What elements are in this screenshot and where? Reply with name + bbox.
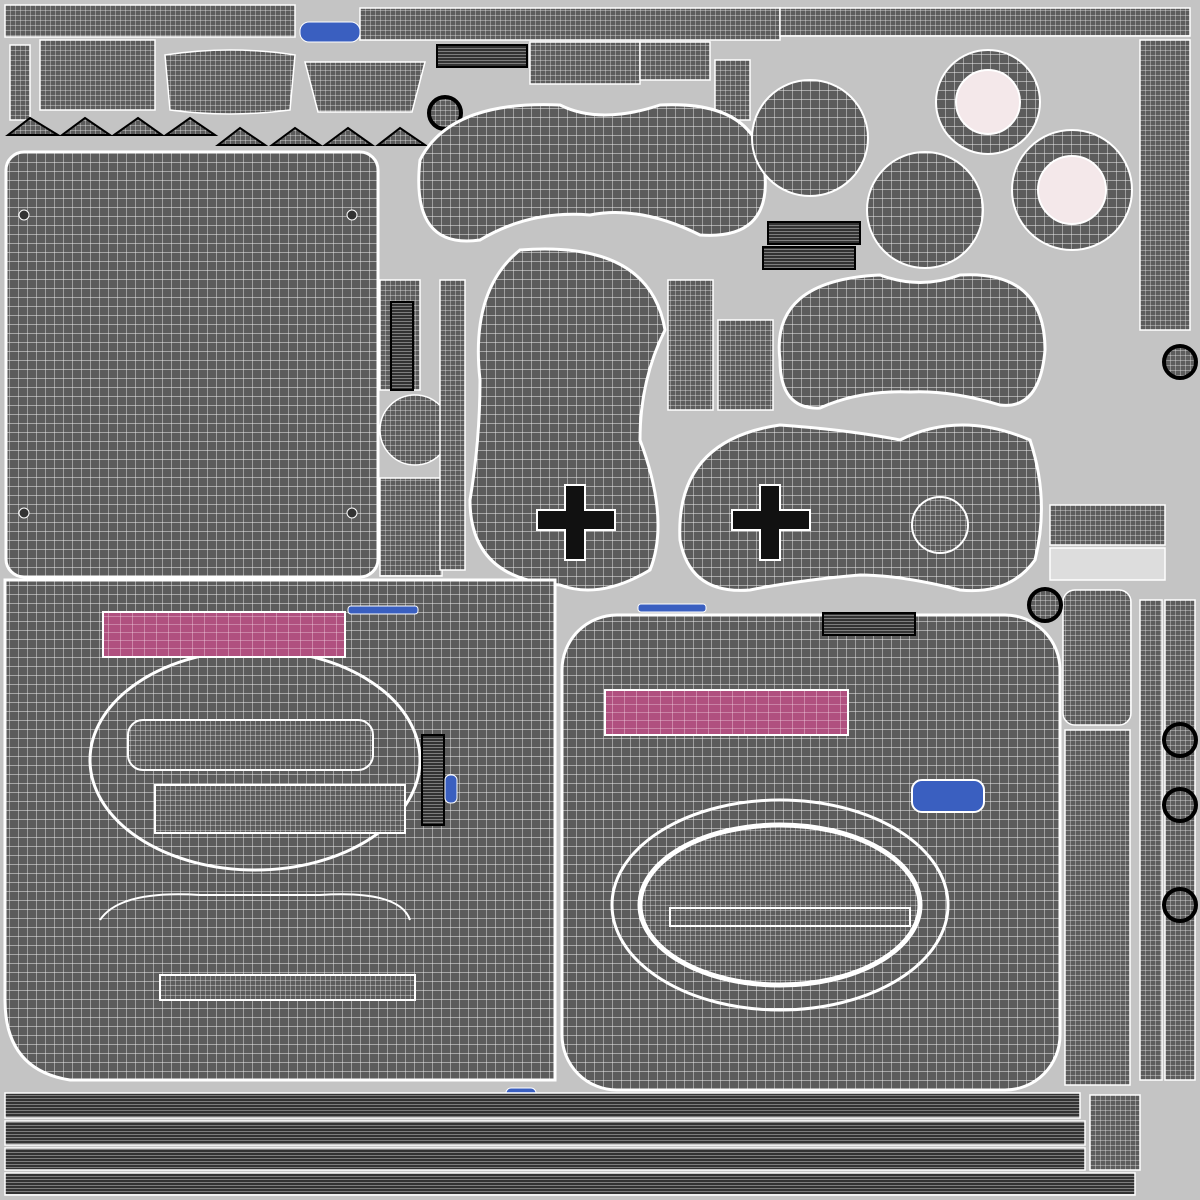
screw-hole-icon: [18, 507, 30, 519]
top-strip-parts: [4, 4, 1191, 121]
bottom-strips: [4, 1092, 1141, 1196]
screw-hole-icon: [346, 209, 358, 221]
blue-part: [347, 605, 419, 615]
panel-top-left: [4, 150, 380, 579]
blue-part: [299, 21, 361, 43]
controller-shell-right: [678, 423, 1043, 593]
dark-strip: [762, 246, 856, 270]
screw-hole-icon: [18, 209, 30, 221]
slot: [127, 719, 374, 771]
slot: [669, 907, 911, 927]
pink-part: [102, 611, 346, 658]
dark-strip: [421, 734, 445, 826]
dpad-icon: [536, 484, 811, 561]
dark-strip: [767, 221, 861, 245]
controller-shell-top: [417, 103, 767, 243]
dark-strip: [822, 612, 916, 636]
dark-strip: [436, 44, 528, 68]
mid-parts: [379, 279, 774, 577]
diamond-parts: [5, 116, 429, 146]
button-pad: [911, 496, 969, 554]
button-disks: [751, 49, 1133, 269]
dark-strip: [390, 301, 414, 391]
controller-shell-vertical: [468, 247, 667, 592]
right-column-parts: [1049, 39, 1196, 1086]
blue-part: [444, 774, 458, 804]
blue-part: [911, 779, 985, 813]
slot: [159, 974, 416, 1001]
pink-part: [604, 689, 849, 736]
button-cap-icon: [1027, 344, 1198, 923]
controller-shell-right-top: [777, 273, 1047, 410]
slot: [154, 784, 406, 834]
screw-hole-icon: [346, 507, 358, 519]
blue-part: [637, 603, 707, 613]
